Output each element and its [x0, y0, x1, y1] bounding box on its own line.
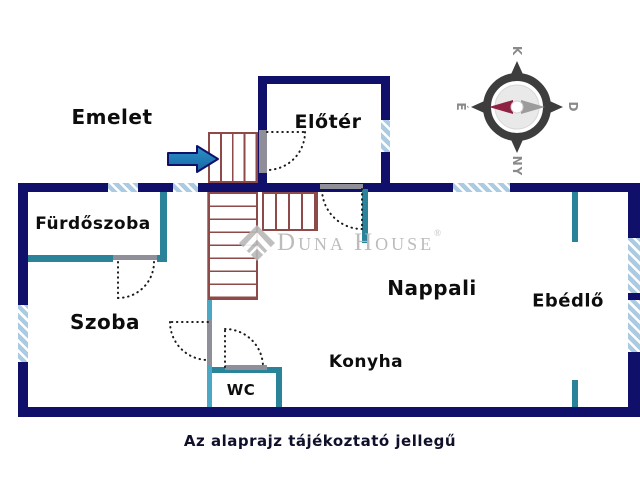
room-label-wc: WC — [226, 381, 256, 399]
wall-bathroom-right — [160, 192, 167, 262]
window-left-wall — [18, 305, 28, 362]
wall-bathroom-corner — [157, 255, 167, 262]
room-label-szoba: Szoba — [69, 310, 141, 334]
compass-label-d: D — [566, 101, 580, 113]
room-label-ebedlo: Ebédlő — [532, 290, 604, 312]
stairs-upper-flight — [208, 132, 258, 183]
wall-wc-right — [276, 367, 282, 407]
room-label-nappali: Nappali — [387, 276, 477, 300]
wall-bathroom-bottom — [28, 255, 113, 262]
stairs-landing-flight — [262, 192, 318, 231]
compass-label-ny: NY — [510, 155, 524, 177]
door-opening-nappali — [320, 184, 363, 189]
caption: Az alaprajz tájékoztató jellegű — [183, 432, 457, 450]
window-right-wall-1 — [628, 238, 640, 293]
room-label-emelet: Emelet — [71, 105, 153, 129]
wall-eloter-left — [258, 76, 267, 183]
window-top-wall-3 — [453, 183, 510, 192]
wall-wc-left — [207, 362, 212, 407]
compass-label-k: K — [510, 45, 524, 57]
room-label-eloter: Előtér — [294, 111, 362, 133]
door-opening-szoba — [207, 320, 212, 365]
room-label-furdoszoba: Fürdőszoba — [35, 214, 151, 234]
door-opening-bathroom — [113, 255, 157, 260]
wall-stub-nappali — [362, 189, 368, 243]
compass-label-e: É — [454, 102, 468, 112]
window-top-wall-1 — [108, 183, 138, 192]
wall-eloter-top — [258, 76, 390, 84]
wall-stub-ebedlo-top — [572, 192, 578, 242]
wall-stub-ebedlo-bottom — [572, 380, 578, 407]
wall-exterior-bottom — [18, 407, 640, 417]
wall-exterior-left — [18, 183, 28, 417]
wall-wc-top — [212, 367, 282, 373]
room-label-konyha: Konyha — [328, 352, 404, 372]
window-top-wall-2 — [173, 183, 198, 192]
door-opening-eloter — [259, 130, 267, 173]
window-eloter — [381, 120, 390, 152]
window-right-wall-2 — [628, 300, 640, 352]
door-opening-wc — [225, 365, 267, 370]
